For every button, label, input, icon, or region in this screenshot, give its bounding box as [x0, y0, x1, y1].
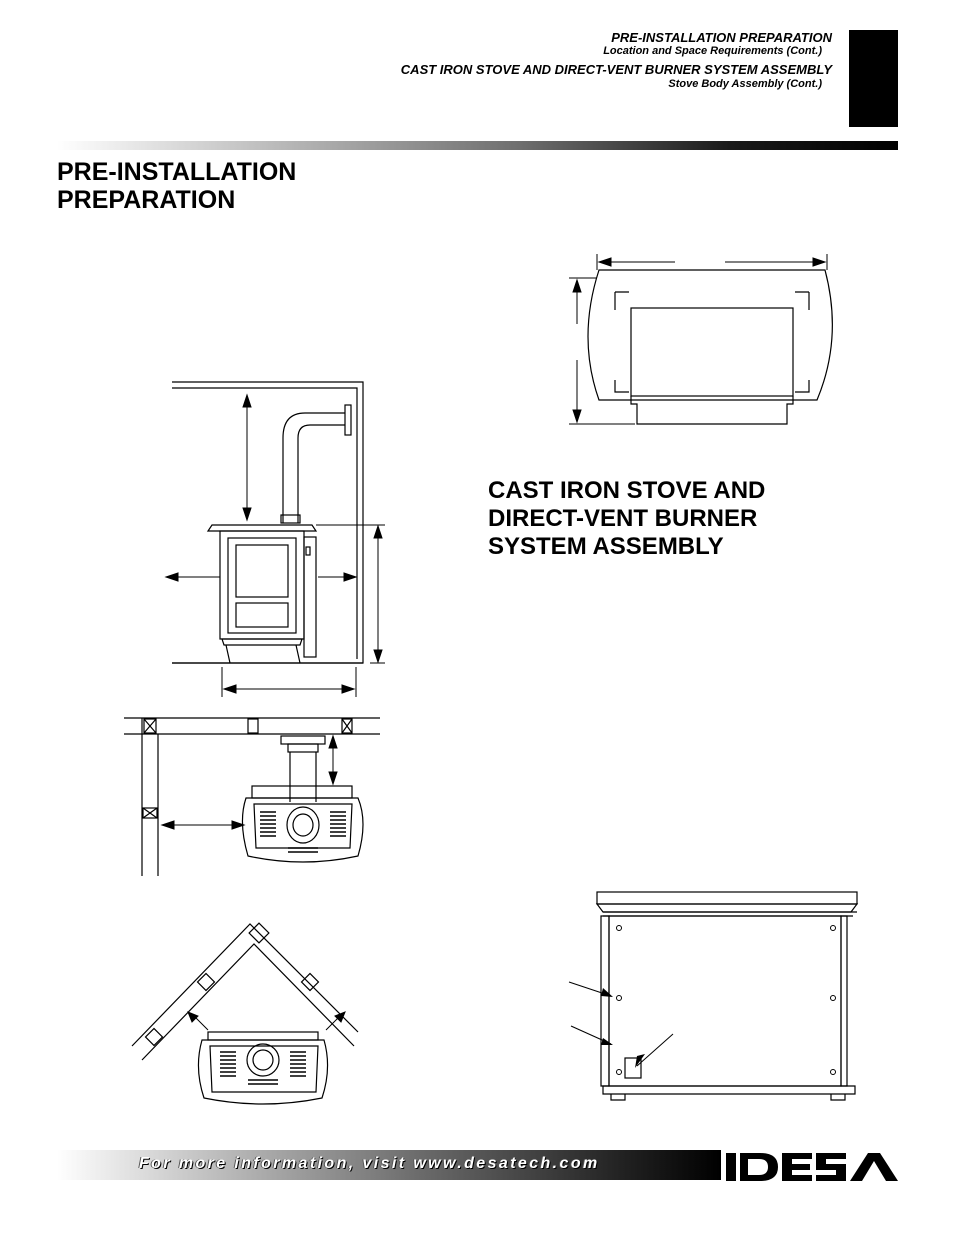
header-subsection-2: Stove Body Assembly (Cont.): [668, 78, 822, 90]
section-title-line: CAST IRON STOVE AND: [488, 477, 766, 504]
section-title-line: DIRECT-VENT BURNER: [488, 505, 758, 532]
header-subsection: Location and Space Requirements (Cont.): [603, 45, 822, 57]
stove-side-clearance-figure: [164, 381, 385, 697]
header-gradient-rule: [57, 141, 898, 150]
footer-website-text: For more information, visit www.desatech…: [139, 1155, 600, 1172]
header-section-title-2: CAST IRON STOVE AND DIRECT-VENT BURNER S…: [400, 62, 832, 77]
stove-corner-installation-figure: [131, 922, 359, 1105]
header-section-title: PRE-INSTALLATION PREPARATION: [611, 30, 832, 45]
stove-top-view-wall-figure: [124, 717, 380, 876]
stove-top-plate-figure: [569, 254, 833, 425]
section-title-line: PRE-INSTALLATION: [57, 158, 297, 186]
desa-logo: [726, 1153, 898, 1181]
stove-back-panel-figure: [568, 891, 859, 1101]
footer-banner: For more information, visit www.desatech…: [57, 1150, 721, 1180]
section-title-pre-installation: PRE-INSTALLATION PREPARATION: [57, 158, 296, 214]
section-title-cast-iron-stove: CAST IRON STOVE AND DIRECT-VENT BURNER S…: [488, 477, 765, 561]
page-tab-marker: [849, 30, 898, 127]
section-title-line: SYSTEM ASSEMBLY: [488, 533, 724, 560]
section-title-line: PREPARATION: [57, 186, 236, 214]
